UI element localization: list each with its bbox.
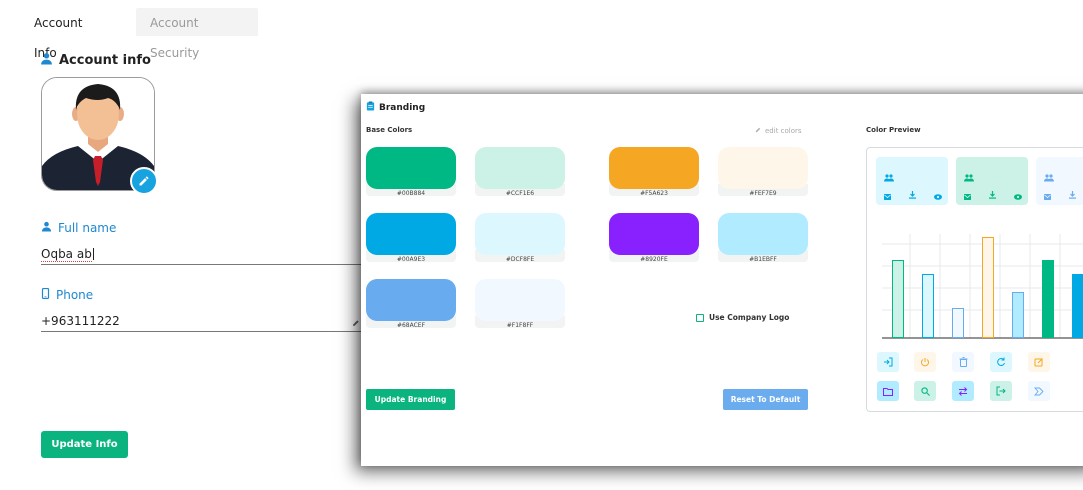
mail-icon — [884, 185, 891, 204]
full-name-field[interactable]: Oqba ab — [41, 243, 361, 262]
preview-bar — [1072, 274, 1083, 338]
swatch-hex: #8920FE — [640, 256, 668, 263]
pencil-icon — [755, 126, 762, 135]
trash-icon[interactable] — [952, 352, 974, 372]
download-icon — [1069, 184, 1076, 203]
color-preview-panel — [866, 147, 1083, 412]
refresh-icon[interactable] — [990, 352, 1012, 372]
preview-bar — [1042, 260, 1054, 338]
power-icon[interactable] — [914, 352, 936, 372]
edit-colors-label: edit colors — [765, 126, 802, 135]
preview-bar — [982, 237, 994, 338]
base-colors-label: Base Colors — [366, 126, 413, 134]
user-icon — [40, 52, 53, 69]
preview-chart — [882, 234, 1083, 339]
swatch-info[interactable] — [366, 213, 456, 255]
swatch-warning[interactable] — [609, 147, 699, 189]
reset-default-button[interactable]: Reset To Default — [723, 389, 808, 410]
full-name-label: Full name — [41, 221, 116, 235]
color-preview-label: Color Preview — [866, 126, 921, 134]
phone-label-text: Phone — [56, 288, 94, 302]
avatar — [41, 77, 155, 191]
users-icon — [1044, 167, 1054, 186]
pencil-icon[interactable] — [352, 312, 361, 331]
swap-icon[interactable] — [952, 381, 974, 401]
clipboard-icon — [366, 101, 375, 114]
users-icon — [964, 167, 974, 186]
swatch-primary-light[interactable] — [475, 147, 565, 189]
swatch-secondary-light[interactable] — [475, 279, 565, 321]
phone-field[interactable]: +963111222 — [41, 310, 361, 328]
swatch-secondary[interactable] — [366, 279, 456, 321]
pencil-icon — [138, 172, 150, 191]
swatch-hex: #CCF1E6 — [505, 190, 535, 197]
full-name-underline — [41, 264, 361, 265]
swatch-primary[interactable] — [366, 147, 456, 189]
user-icon — [41, 221, 52, 235]
branding-heading: Branding — [366, 101, 425, 114]
use-company-logo-checkbox[interactable]: Use Company Logo — [696, 313, 789, 322]
eye-icon — [1014, 185, 1022, 204]
mail-icon — [1044, 185, 1051, 204]
account-info-title: Account info — [59, 53, 151, 68]
branding-title: Branding — [379, 102, 426, 113]
users-icon — [884, 167, 894, 186]
swatch-hex: #00B884 — [396, 190, 426, 197]
preview-bar — [892, 260, 904, 338]
edit-colors-link[interactable]: edit colors — [755, 126, 802, 135]
preview-card — [876, 157, 948, 205]
tab-account-info[interactable]: Account Info — [34, 16, 83, 60]
swatch-hex: #B1EBFF — [749, 256, 777, 263]
edit-avatar-button[interactable] — [130, 167, 158, 195]
phone-icon — [41, 287, 50, 302]
swatch-hex: #68ACEF — [396, 322, 426, 329]
mail-icon — [964, 185, 971, 204]
checkbox-icon — [696, 313, 704, 322]
update-info-button[interactable]: Update Info — [41, 431, 128, 458]
use-company-logo-label: Use Company Logo — [709, 313, 790, 322]
preview-card — [1036, 157, 1083, 205]
download-icon — [909, 184, 916, 203]
phone-value: +963111222 — [41, 314, 120, 328]
account-info-heading: Account info — [40, 52, 151, 69]
swatch-warning-light[interactable] — [718, 147, 808, 189]
edit-square-icon[interactable] — [1028, 352, 1050, 372]
eye-icon — [934, 185, 942, 204]
preview-bar — [1012, 292, 1024, 338]
search-icon[interactable] — [914, 381, 936, 401]
swatch-hex: #00A9E3 — [396, 256, 426, 263]
swatch-hex: #FEF7E9 — [749, 190, 777, 197]
logout-icon[interactable] — [990, 381, 1012, 401]
login-icon[interactable] — [877, 352, 899, 372]
label-icon[interactable] — [1028, 381, 1050, 401]
swatch-info-light[interactable] — [475, 213, 565, 255]
swatch-purple[interactable] — [609, 213, 699, 255]
phone-label: Phone — [41, 287, 94, 302]
full-name-label-text: Full name — [58, 221, 117, 235]
swatch-hex: #F1F8FF — [506, 322, 534, 329]
preview-card — [956, 157, 1028, 205]
update-branding-button[interactable]: Update Branding — [366, 389, 455, 410]
swatch-hex: #DCF8FE — [505, 256, 535, 263]
swatch-sky[interactable] — [718, 213, 808, 255]
download-icon — [989, 184, 996, 203]
swatch-hex: #F5A623 — [640, 190, 668, 197]
preview-bar — [952, 308, 964, 338]
preview-bar — [922, 274, 934, 338]
full-name-value: Oqba ab — [41, 247, 92, 262]
phone-underline — [41, 331, 361, 332]
tab-account-security[interactable]: Account Security — [136, 8, 258, 60]
folder-icon[interactable] — [877, 381, 899, 401]
